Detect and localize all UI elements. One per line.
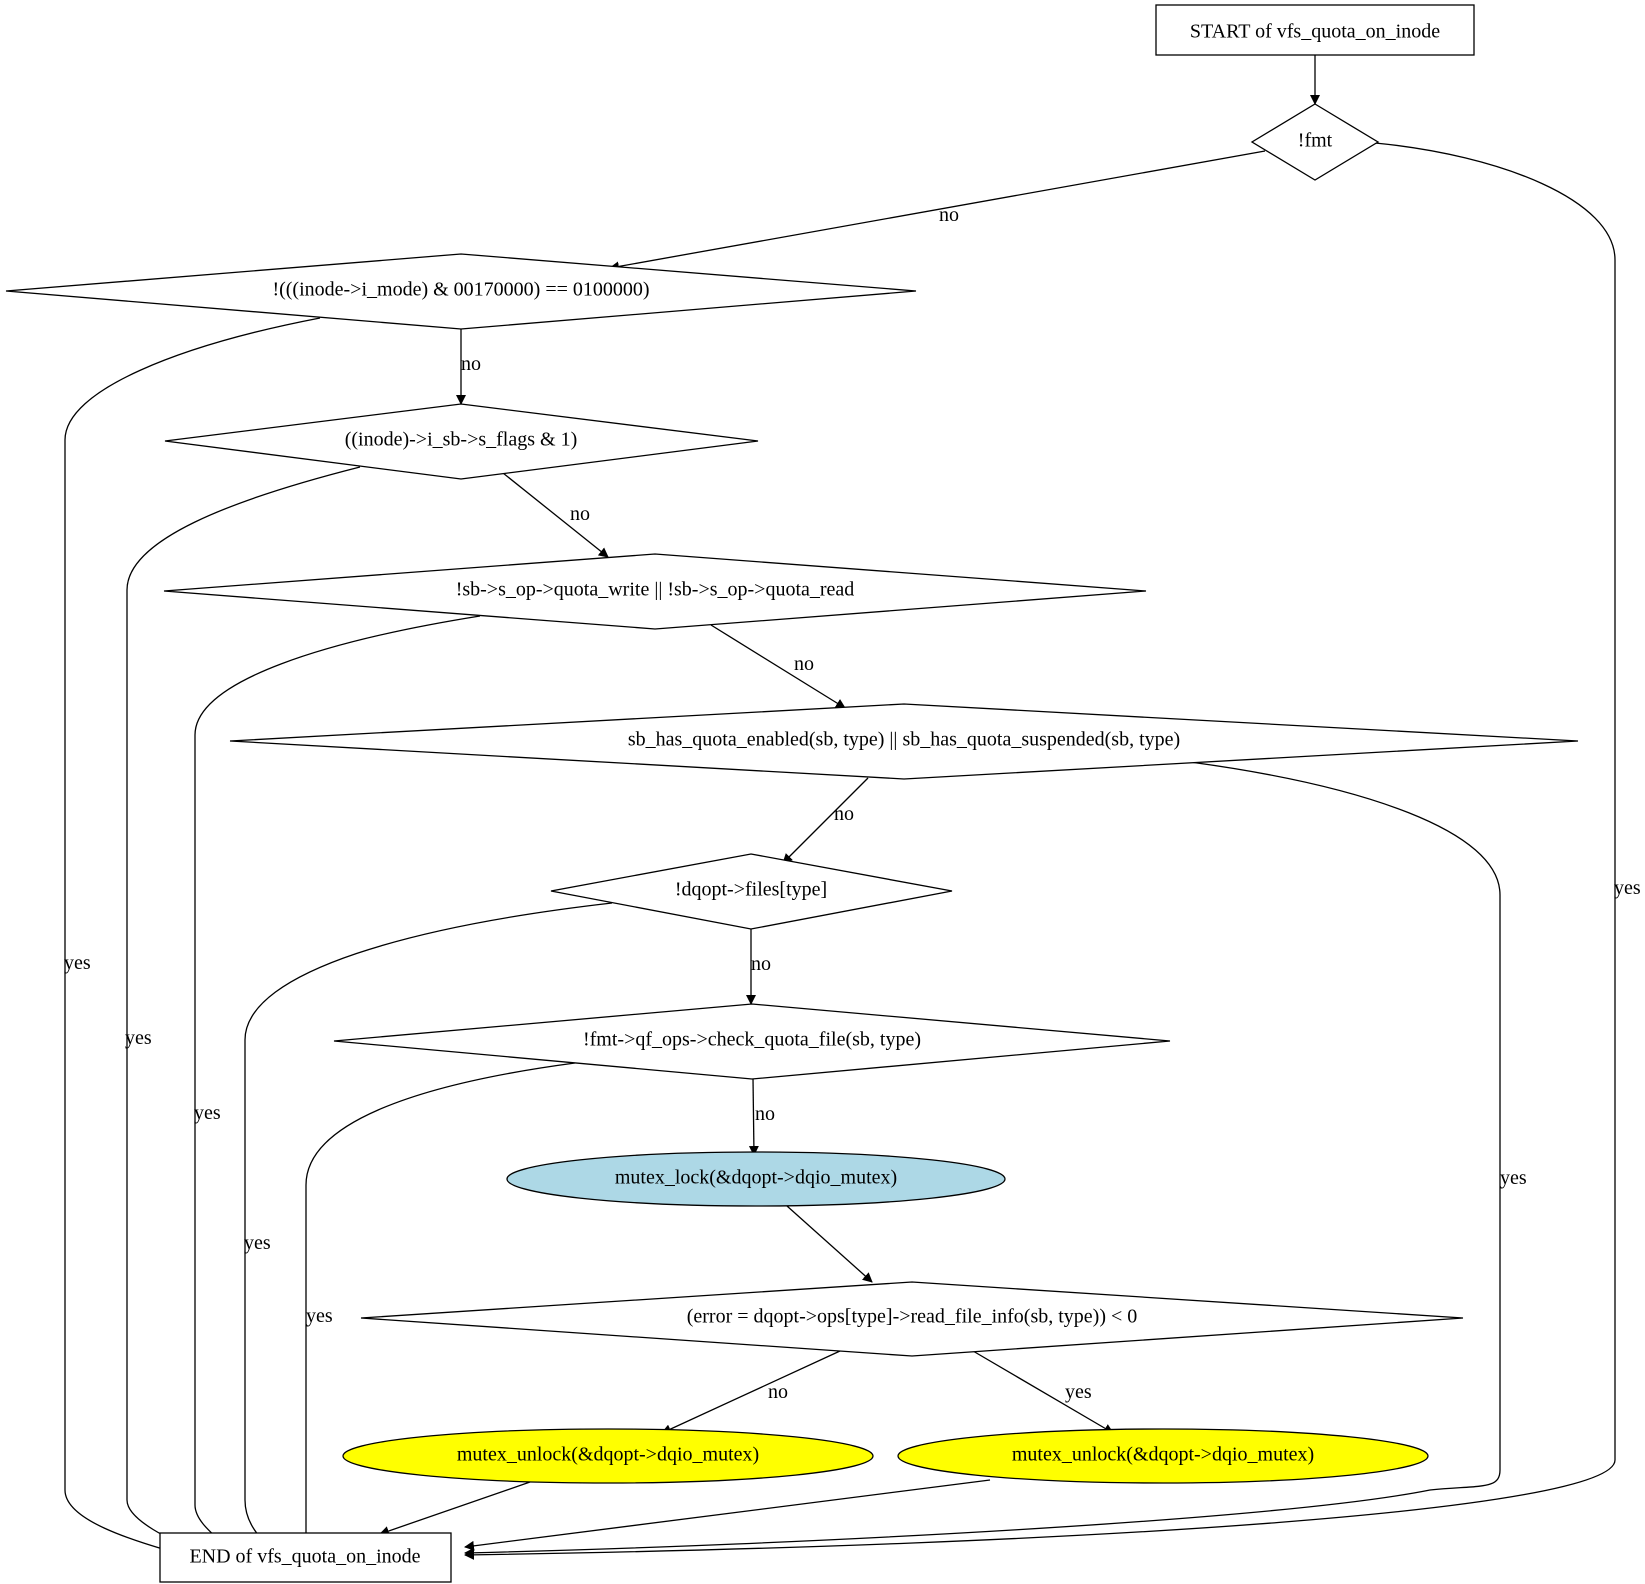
edge-check-yes — [301, 1062, 576, 1557]
edge-quotarw-yes — [194, 615, 481, 1557]
edge-files-yes — [244, 902, 613, 1557]
edge-quotarw-no — [710, 624, 846, 709]
decision-check-quota-file: !fmt->qf_ops->check_quota_file(sb, type) — [333, 1003, 1171, 1080]
edge-label-check-yes: yes — [306, 1305, 333, 1327]
edge-label-fmt-yes: yes — [1614, 877, 1641, 899]
node-mutex-unlock-yes-label: mutex_unlock(&dqopt->dqio_mutex) — [1012, 1444, 1314, 1466]
edge-label-files-yes: yes — [244, 1232, 271, 1254]
node-mutex-lock-label: mutex_lock(&dqopt->dqio_mutex) — [615, 1167, 897, 1189]
edge-label-files-no: no — [751, 953, 771, 975]
decision-imode-label: !(((inode->i_mode) & 00170000) == 010000… — [272, 279, 649, 301]
edge-enabled-no — [782, 777, 869, 864]
edge-readinfo-yes — [972, 1350, 1114, 1434]
node-start: START of vfs_quota_on_inode — [1155, 4, 1475, 56]
edge-lock-to-readinfo — [786, 1205, 873, 1283]
edge-fmt-no — [609, 150, 1266, 272]
node-mutex-unlock-no-label: mutex_unlock(&dqopt->dqio_mutex) — [457, 1444, 759, 1466]
edge-imode-yes — [64, 317, 321, 1559]
node-end: END of vfs_quota_on_inode — [159, 1532, 452, 1583]
decision-sbflags: ((inode)->i_sb->s_flags & 1) — [164, 403, 759, 480]
edge-sbflags-yes — [126, 466, 361, 1558]
edge-sbflags-no — [502, 472, 609, 558]
decision-read-file-info: (error = dqopt->ops[type]->read_file_inf… — [360, 1281, 1464, 1357]
edge-label-sbflags-yes: yes — [125, 1027, 152, 1049]
edges — [64, 55, 1616, 1560]
decision-enabled: sb_has_quota_enabled(sb, type) || sb_has… — [229, 703, 1579, 780]
decision-check-quota-file-label: !fmt->qf_ops->check_quota_file(sb, type) — [583, 1029, 921, 1051]
edge-label-imode-yes: yes — [64, 952, 91, 974]
decision-sbflags-label: ((inode)->i_sb->s_flags & 1) — [345, 429, 578, 451]
node-mutex-unlock-no: mutex_unlock(&dqopt->dqio_mutex) — [342, 1428, 874, 1484]
decision-quota-rw-label: !sb->s_op->quota_write || !sb->s_op->quo… — [456, 579, 855, 601]
decision-quota-rw: !sb->s_op->quota_write || !sb->s_op->quo… — [163, 553, 1147, 630]
edge-label-quotarw-no: no — [794, 653, 814, 675]
edge-label-readinfo-yes: yes — [1065, 1381, 1092, 1403]
edge-label-enabled-yes: yes — [1500, 1167, 1527, 1189]
edge-label-imode-no: no — [461, 353, 481, 375]
node-start-label: START of vfs_quota_on_inode — [1190, 21, 1440, 43]
edge-readinfo-no — [661, 1350, 841, 1434]
edge-label-enabled-no: no — [834, 803, 854, 825]
node-mutex-unlock-yes: mutex_unlock(&dqopt->dqio_mutex) — [897, 1428, 1429, 1484]
decision-read-file-info-label: (error = dqopt->ops[type]->read_file_inf… — [687, 1306, 1138, 1328]
edge-label-sbflags-no: no — [570, 503, 590, 525]
edge-fmt-yes — [464, 142, 1616, 1560]
edge-unlockyes-to-end — [464, 1479, 991, 1551]
edge-check-no — [748, 1077, 759, 1156]
decision-files: !dqopt->files[type] — [550, 853, 953, 930]
edge-label-readinfo-no: no — [768, 1381, 788, 1403]
node-end-label: END of vfs_quota_on_inode — [189, 1546, 420, 1568]
edge-label-fmt-no: no — [939, 204, 959, 226]
edge-labels: no yes no yes no yes no yes no yes no ye… — [64, 204, 1641, 1403]
decision-fmt: !fmt — [1250, 103, 1380, 181]
decision-files-label: !dqopt->files[type] — [675, 879, 827, 901]
nodes: START of vfs_quota_on_inode !fmt !(((ino… — [5, 4, 1579, 1583]
node-mutex-lock: mutex_lock(&dqopt->dqio_mutex) — [506, 1151, 1006, 1207]
decision-imode: !(((inode->i_mode) & 00170000) == 010000… — [5, 253, 917, 330]
edge-enabled-yes — [464, 761, 1501, 1558]
decision-fmt-label: !fmt — [1298, 130, 1333, 152]
edge-unlockno-to-end — [379, 1481, 531, 1536]
edge-label-quotarw-yes: yes — [194, 1102, 221, 1124]
decision-enabled-label: sb_has_quota_enabled(sb, type) || sb_has… — [628, 729, 1180, 751]
edge-label-check-no: no — [755, 1103, 775, 1125]
